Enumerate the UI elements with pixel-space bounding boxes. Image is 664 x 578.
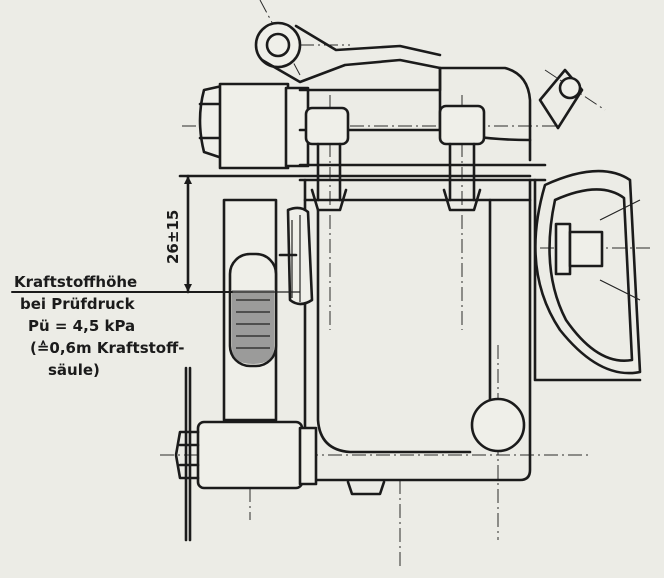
float-chamber-body [303,198,532,496]
dimension-label: 26±15 [164,210,182,264]
top-cover [198,66,547,212]
fuel-level-label-line-2: bei Prüfdruck [20,295,136,313]
fuel-level-label-line-1: Kraftstoffhöhe [14,273,137,291]
top-lever [254,21,442,84]
right-housing [533,169,642,382]
top-right-fitting [538,68,584,130]
fuel-level-label-line-4: (≙0,6m Kraftstoff- [30,339,184,357]
sight-glass [222,198,278,422]
dimension-26-15: 26±15 [164,174,532,294]
float-disc [278,206,314,306]
fuel-level-label: Kraftstoffhöhe bei Prüfdruck Pü = 4,5 kP… [14,273,184,379]
fuel-level-label-line-3: Pü = 4,5 kPa [28,317,135,335]
bottom-fitting [174,366,318,542]
fuel-level-label-line-5: säule) [48,361,100,379]
